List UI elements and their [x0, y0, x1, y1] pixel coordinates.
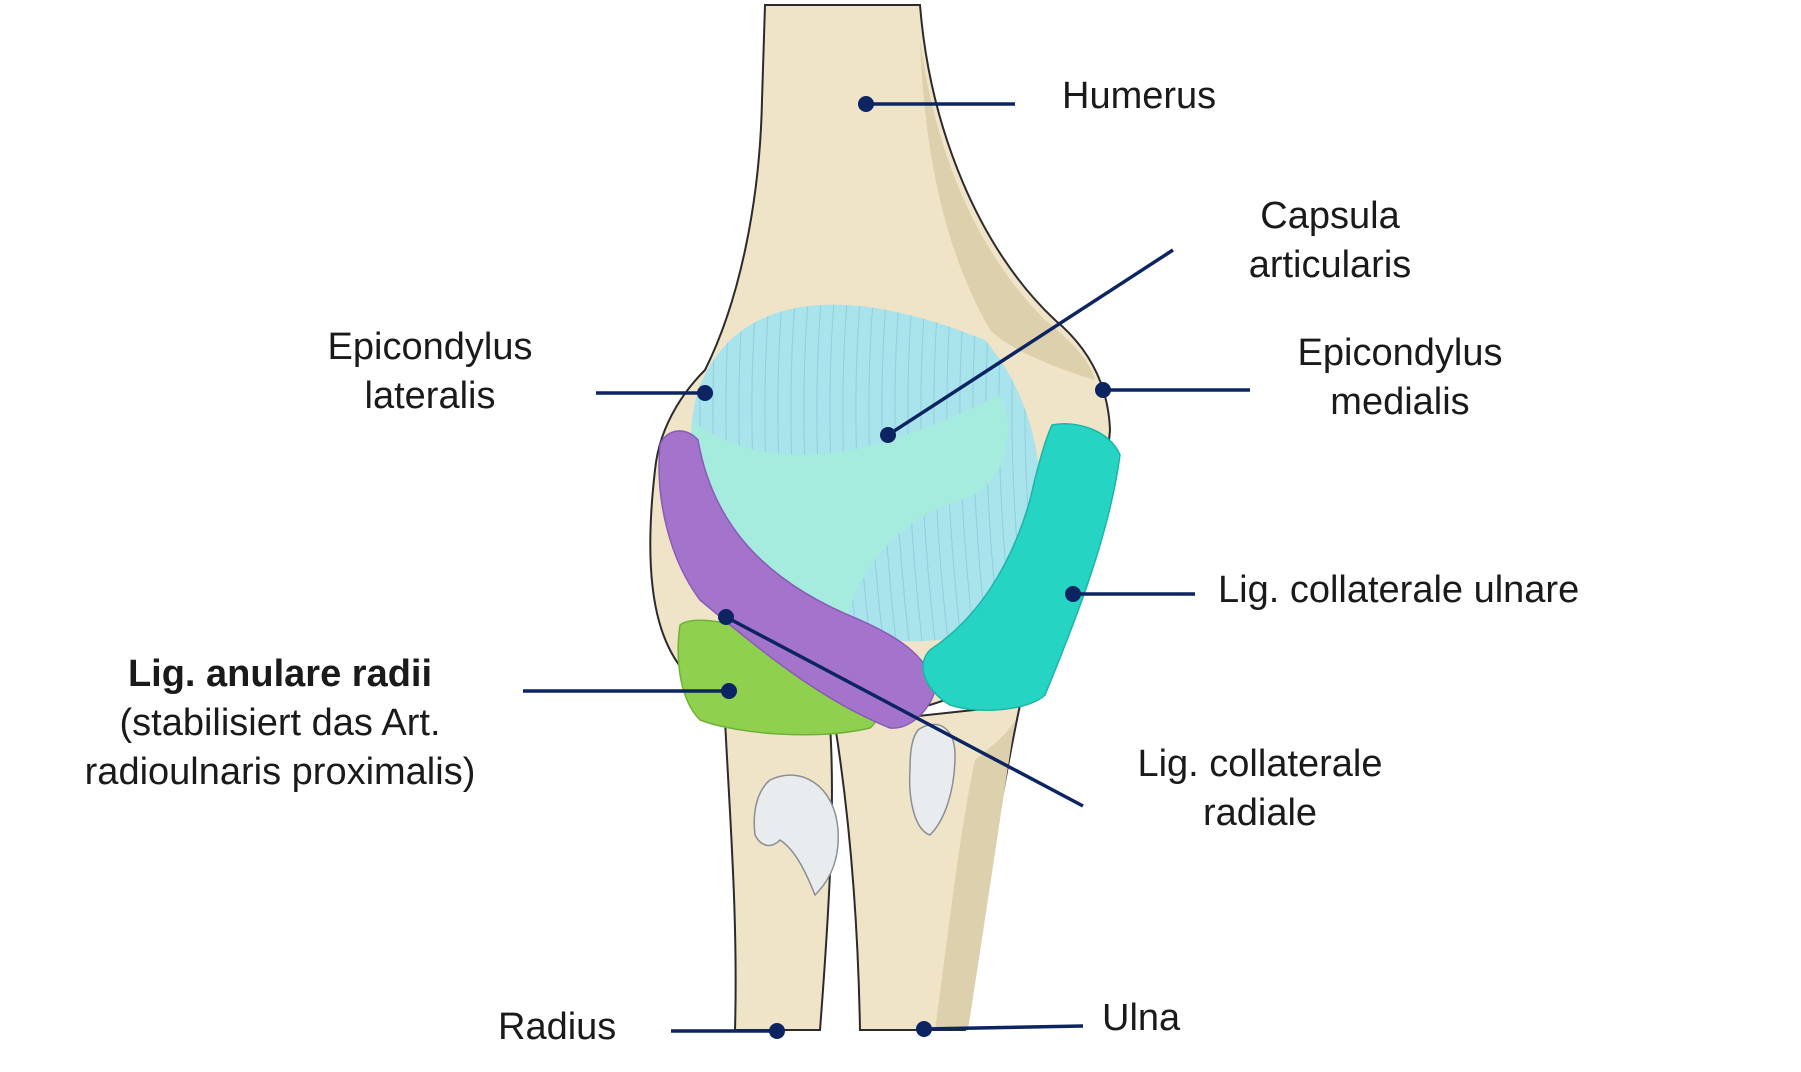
label-lig-anulare-title: Lig. anulare radii — [127, 653, 433, 695]
label-epicondylus-lateralis: Epicondylus lateralis — [300, 323, 560, 421]
pointer-dot-radius — [769, 1023, 785, 1039]
label-epi-lat-line2: lateralis — [364, 375, 496, 417]
label-lig-anulare: Lig. anulare radii (stabilisiert das Art… — [40, 650, 520, 797]
pointer-dot-capsula — [880, 427, 896, 443]
label-humerus: Humerus — [1062, 72, 1216, 121]
label-epi-lat-line1: Epicondylus — [327, 326, 533, 368]
ulna-bone — [833, 703, 1022, 1031]
label-lig-radiale-line1: Lig. collaterale — [1137, 743, 1383, 785]
label-capsula: Capsula articularis — [1210, 192, 1450, 290]
label-lig-anulare-note2: radioulnaris proximalis) — [84, 751, 476, 793]
radius-head-cartilage — [753, 774, 839, 897]
label-lig-collaterale-radiale: Lig. collaterale radiale — [1110, 740, 1410, 838]
label-humerus-text: Humerus — [1062, 75, 1217, 117]
label-ulna: Ulna — [1102, 994, 1180, 1043]
label-epi-med-line1: Epicondylus — [1297, 332, 1503, 374]
label-lig-collaterale-ulnare: Lig. collaterale ulnare — [1218, 566, 1579, 615]
label-capsula-line2: articularis — [1248, 244, 1412, 286]
pointer-dot-epi-lat — [697, 385, 713, 401]
label-epi-med-line2: medialis — [1330, 381, 1470, 423]
pointer-dot-lig-anulare — [721, 683, 737, 699]
label-ulna-text: Ulna — [1102, 997, 1181, 1039]
pointer-line-capsula — [887, 248, 1174, 437]
pointer-line-ulna — [923, 1024, 1084, 1031]
label-lig-radiale-line2: radiale — [1202, 792, 1318, 834]
ulna-shadow — [935, 720, 1015, 1030]
label-radius-text: Radius — [498, 1006, 617, 1048]
label-epicondylus-medialis: Epicondylus medialis — [1270, 329, 1530, 427]
label-radius: Radius — [498, 1003, 616, 1052]
pointer-dot-ulna — [916, 1021, 932, 1037]
pointer-dot-humerus — [858, 96, 874, 112]
pointer-dot-lig-radiale — [718, 609, 734, 625]
radius-bone — [723, 718, 839, 1031]
humerus-shadow — [920, 40, 1095, 380]
label-capsula-line1: Capsula — [1260, 195, 1400, 237]
lig-ulnare — [922, 423, 1121, 711]
label-lig-ulnare-text: Lig. collaterale ulnare — [1218, 569, 1580, 611]
pointer-line-lig-radiale — [725, 615, 1084, 808]
pointer-dot-epi-med — [1095, 382, 1111, 398]
pointer-dot-lig-ulnare — [1065, 586, 1081, 602]
label-lig-anulare-note1: (stabilisiert das Art. — [119, 702, 441, 744]
pointer-lines — [523, 96, 1250, 1039]
